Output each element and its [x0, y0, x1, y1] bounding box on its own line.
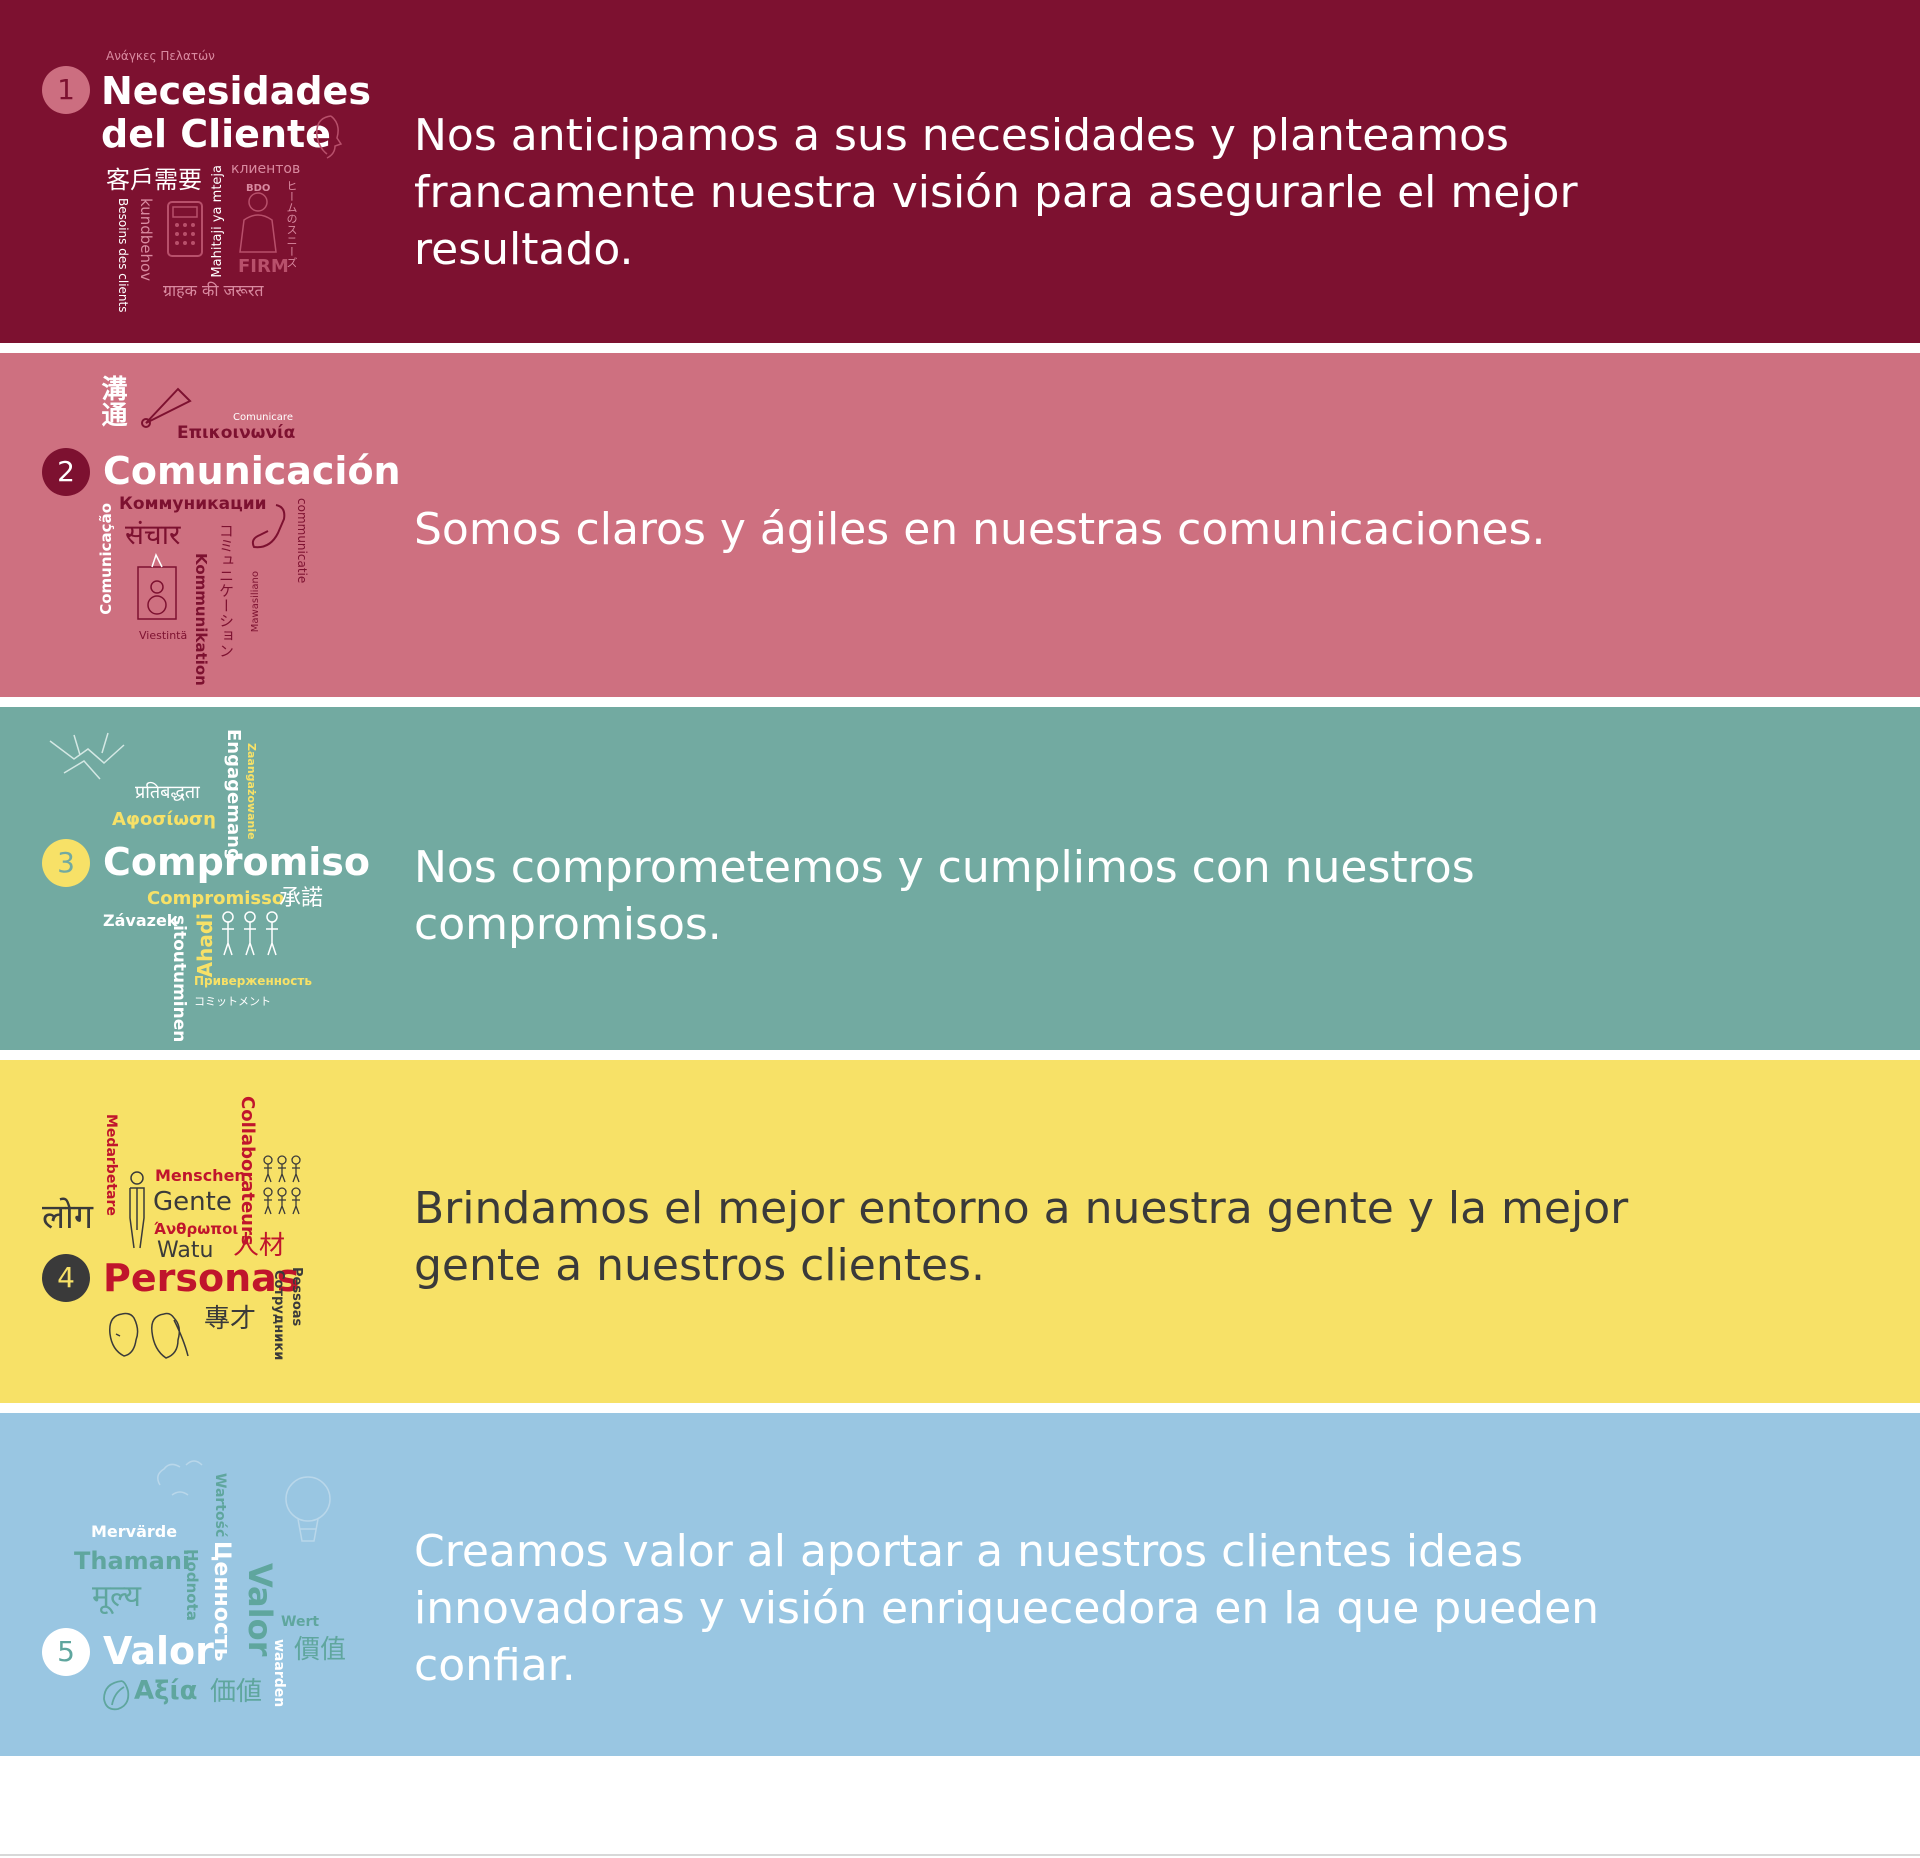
- word-swedish: Engagemang: [223, 729, 244, 861]
- people-sketch-icon: [222, 911, 278, 956]
- value-band-communication: 溝通 Comunicare Επικοινωνία 2 Comunicación…: [0, 353, 1920, 697]
- word-russian: Приверженность: [194, 974, 312, 988]
- value-statement: Somos claros y ágiles en nuestras comuni…: [414, 504, 1546, 555]
- number-badge: 5: [42, 1628, 90, 1676]
- word-spanish: Gente: [153, 1187, 232, 1217]
- value-title: Necesidades del Cliente: [101, 70, 371, 155]
- value-title: Compromiso: [103, 840, 370, 884]
- word-finnish: Hodnota: [183, 1549, 201, 1621]
- handshake-sketch-icon: [49, 732, 125, 780]
- word-hindi: ग्राहक की जरूरत: [163, 281, 264, 300]
- word-swedish: Medarbetare: [103, 1114, 119, 1216]
- word-chinese: 客戶需要: [106, 166, 202, 194]
- value-title: Personas: [103, 1256, 300, 1300]
- word-chinese-2: 專才: [204, 1304, 257, 1334]
- number-badge: 4: [42, 1254, 90, 1302]
- word-greek: Επικοινωνία: [177, 423, 296, 443]
- word-german: Kommunikation: [192, 553, 210, 686]
- idea-sketch-icon: [157, 1460, 203, 1496]
- group-figures-icon: [263, 1155, 301, 1215]
- word-czech: Závazek: [103, 911, 178, 930]
- word-hindi: संचार: [125, 518, 181, 551]
- word-hindi: लोग: [42, 1197, 93, 1237]
- lightbulb-icon: [285, 1476, 331, 1542]
- megaphone-icon: [141, 387, 192, 428]
- word-chinese-1: 人材: [233, 1231, 286, 1261]
- word-chinese: 溝通: [97, 375, 127, 427]
- word-french: Besoins des clients: [116, 198, 130, 313]
- word-chinese-1: 價值: [294, 1635, 347, 1665]
- word-dutch: communicatie: [295, 498, 309, 584]
- word-swahili: Mahitaji ya mteja: [210, 165, 225, 278]
- word-portuguese: Pessoas: [289, 1267, 304, 1327]
- value-title: Valor: [103, 1629, 214, 1673]
- word-polish: Wartość: [212, 1473, 228, 1538]
- number-badge: 3: [42, 839, 90, 887]
- word-chinese: 承諾: [279, 886, 324, 911]
- word-german: Wert: [281, 1614, 320, 1630]
- word-swahili: Thamani: [74, 1547, 191, 1575]
- word-italian: Comunicare: [233, 412, 293, 423]
- standing-person-icon: [129, 1171, 145, 1249]
- word-greek: Ανάγκες Πελατών: [106, 49, 215, 63]
- value-title-line-1: Necesidades: [101, 69, 371, 113]
- word-portuguese: Comunicação: [97, 503, 115, 615]
- word-japanese: ヒームのスニーズ: [285, 180, 298, 268]
- value-statement: Brindamos el mejor entorno a nuestra gen…: [414, 1183, 1629, 1291]
- word-greek: Αφοσίωση: [112, 809, 216, 830]
- seed-sketch-icon: [103, 1680, 130, 1711]
- word-japanese: コミットメント: [194, 995, 271, 1008]
- word-bdo: BDO: [246, 183, 271, 194]
- word-german: Menschen: [155, 1166, 246, 1185]
- word-hindi: प्रतिबद्धता: [135, 782, 200, 803]
- word-finnish: Viestintä: [139, 629, 188, 642]
- value-statement: Creamos valor al aportar a nuestros clie…: [414, 1526, 1600, 1691]
- word-spanish: Compromisso: [147, 888, 285, 909]
- speaker-icon: [137, 553, 177, 620]
- word-swedish: Mervärde: [91, 1522, 178, 1541]
- word-chinese-2: 価値: [210, 1677, 263, 1707]
- word-greek: Άνθρωποι: [154, 1220, 239, 1238]
- faces-sketch-icon: [109, 1312, 189, 1359]
- word-polish: Zaangażowanie: [245, 743, 258, 840]
- word-japanese: コミュニケーション: [217, 523, 235, 658]
- value-statement: Nos comprometemos y cumplimos con nuestr…: [414, 842, 1475, 950]
- value-title: Comunicación: [103, 449, 401, 493]
- word-dutch: waarden: [271, 1639, 287, 1708]
- word-swahili: Mawasiliano: [250, 571, 261, 633]
- value-statement: Nos anticipamos a sus necesidades y plan…: [414, 110, 1578, 275]
- word-french: Collaborateurs: [237, 1096, 258, 1246]
- calculator-icon: [167, 201, 203, 257]
- value-band-people: Medarbetare Collaborateurs Menschen Gent…: [0, 1060, 1920, 1403]
- word-russian: клиентов: [231, 161, 301, 177]
- telephone-icon: [251, 504, 286, 549]
- value-title-line-2: del Cliente: [101, 111, 331, 156]
- word-swahili: Ahadi: [193, 913, 217, 978]
- word-greek: Αξία: [134, 1676, 198, 1706]
- word-russian: Коммуникации: [119, 494, 267, 514]
- number-badge: 2: [42, 448, 90, 496]
- word-danish: kundbehov: [137, 198, 155, 282]
- face-profile-icon: [316, 115, 343, 159]
- value-band-customer-needs: Ανάγκες Πελατών 1 Necesidades del Client…: [0, 0, 1920, 343]
- bottom-divider: [0, 1854, 1920, 1856]
- number-badge: 1: [42, 66, 90, 114]
- value-band-commitment: प्रतिबद्धता Αφοσίωση Engagemang Zaangażo…: [0, 707, 1920, 1050]
- person-sketch-icon: [239, 192, 277, 253]
- word-spanish: Valor: [241, 1563, 279, 1657]
- word-russian: Ценность: [209, 1541, 234, 1662]
- word-finnish: sitoutuminen: [169, 915, 189, 1043]
- word-russian: Сотрудники: [271, 1270, 286, 1361]
- word-hindi: मूल्य: [92, 1579, 142, 1614]
- word-firm: FIRM: [238, 256, 289, 277]
- value-band-value: Mervärde Thamani Wartość Hodnota Ценност…: [0, 1413, 1920, 1756]
- word-swahili: Watu: [157, 1238, 214, 1263]
